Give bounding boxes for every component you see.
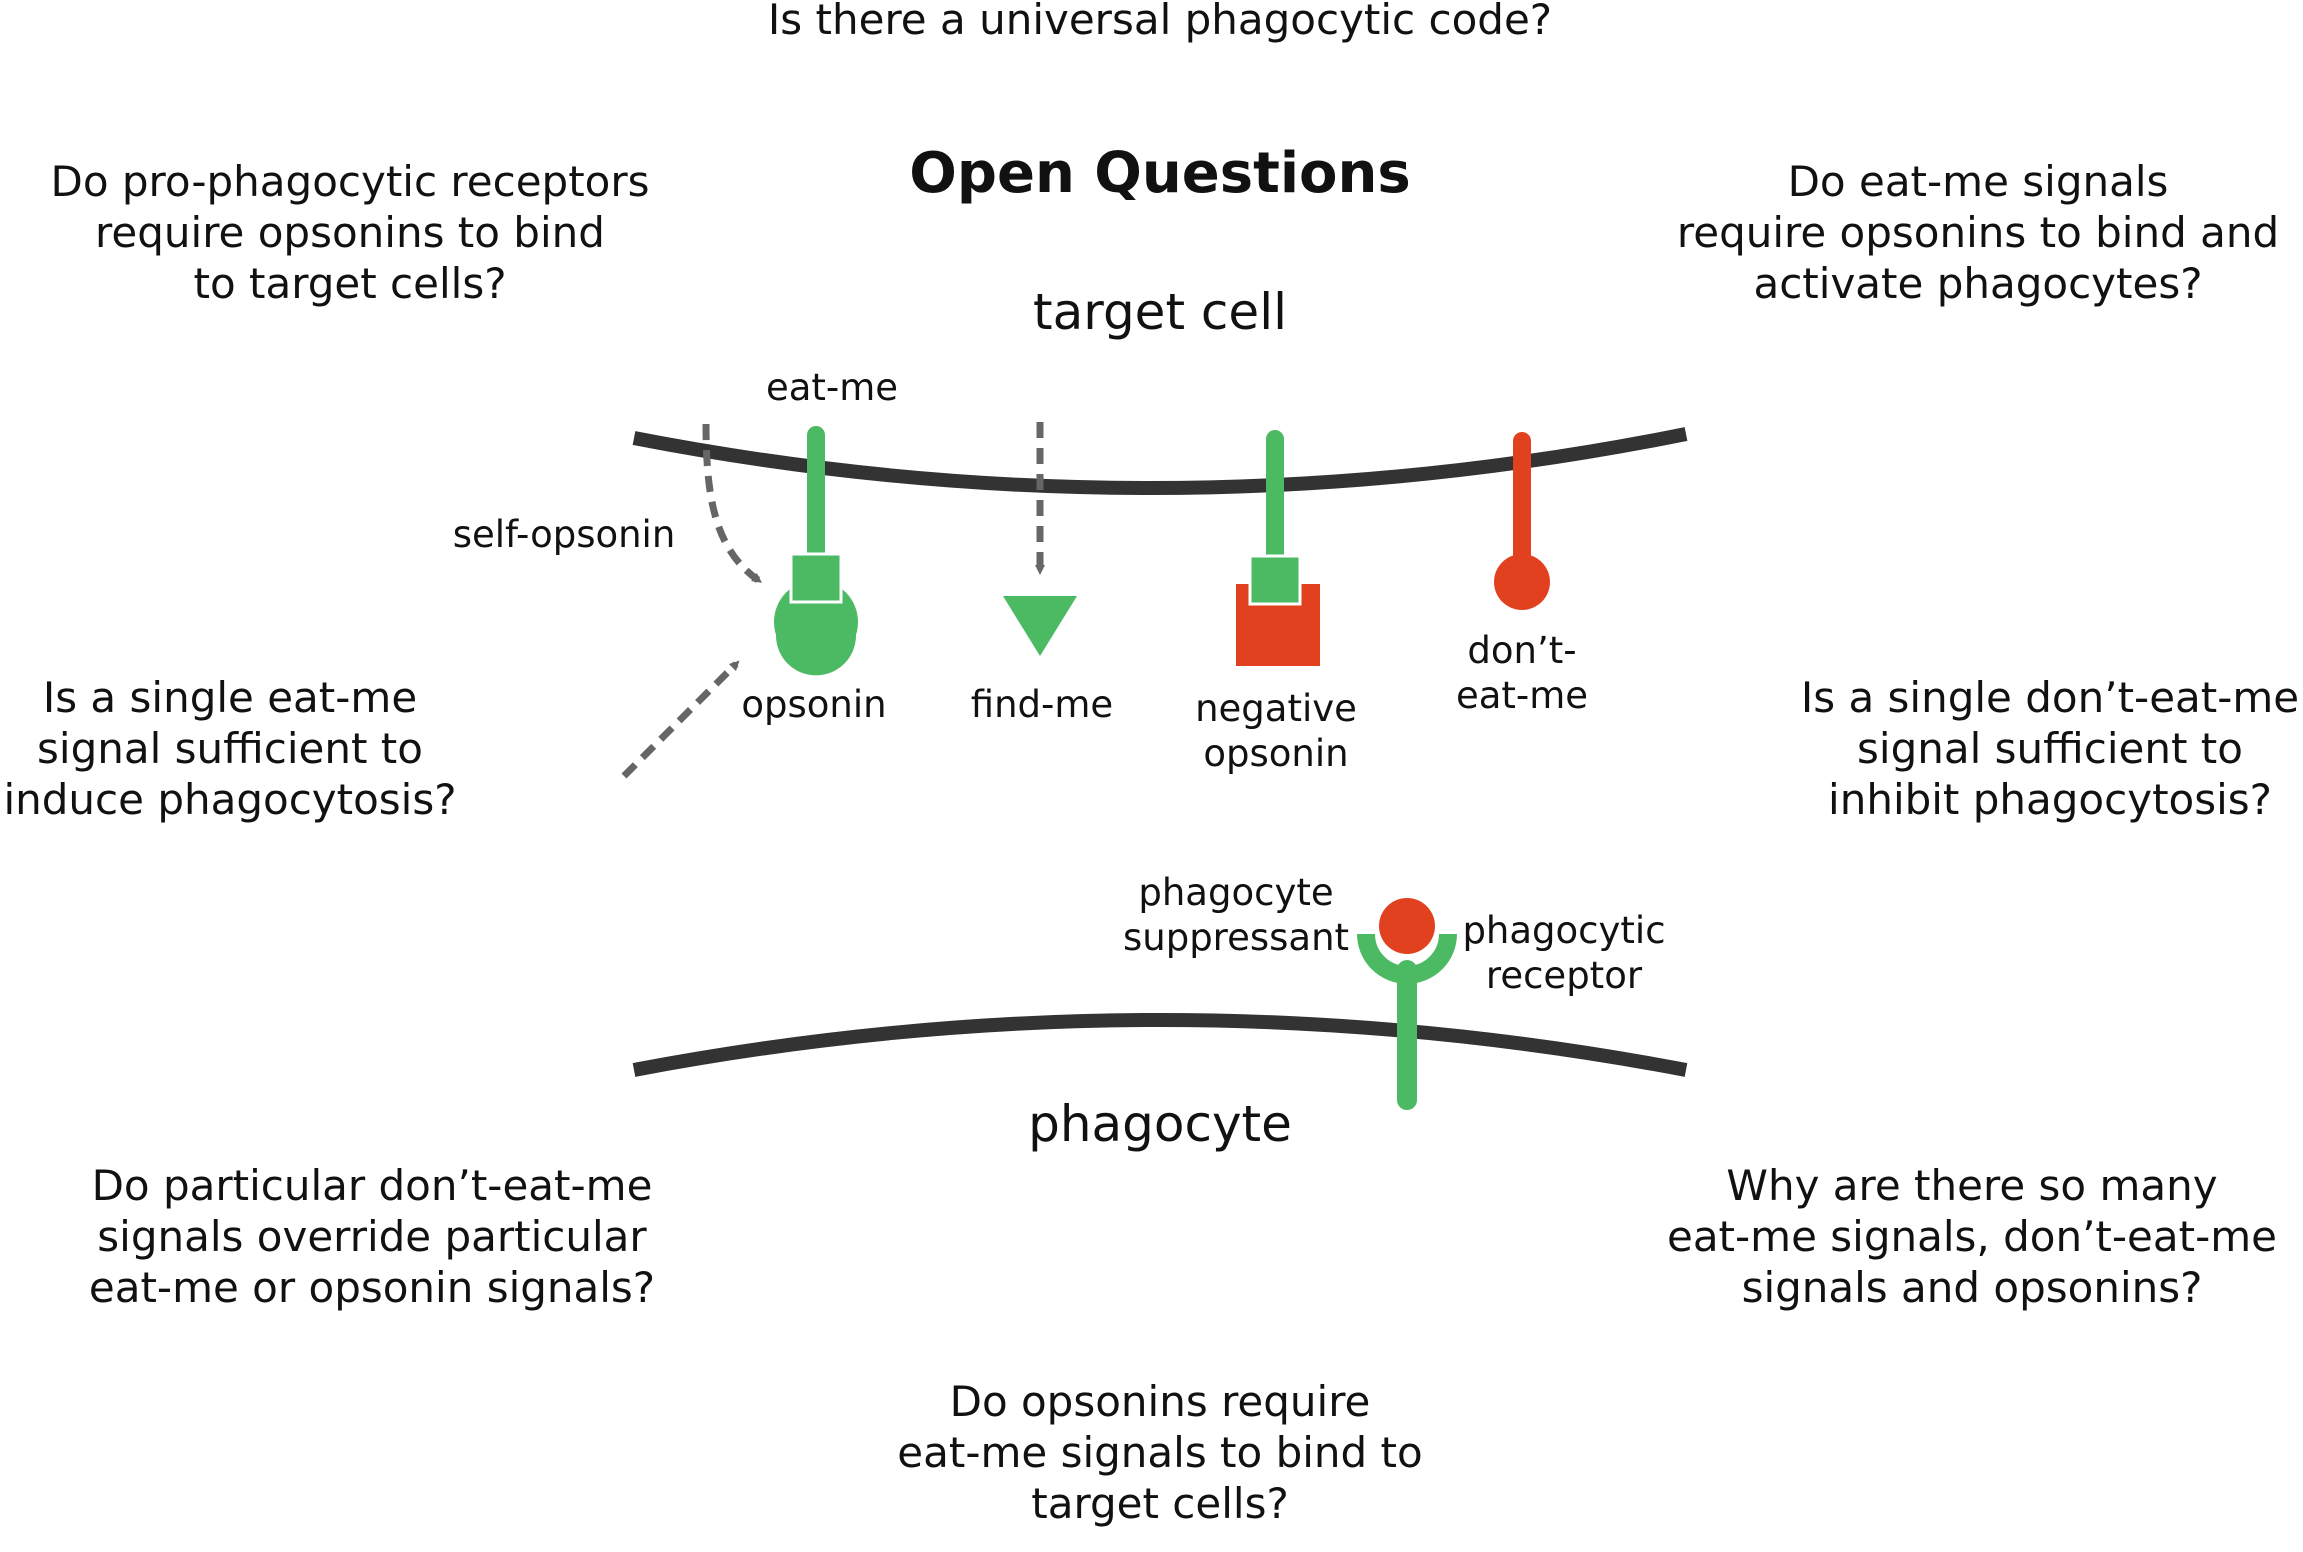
question-top-left-line-3: to target cells? (193, 259, 507, 309)
question-mid-right-line-2: signal sufficient to (1857, 724, 2243, 774)
phagocyte-membrane (632, 1013, 1688, 1077)
question-top: Is there a universal phagocytic code? (768, 0, 1552, 45)
opsonin-label: opsonin (741, 683, 887, 726)
negative-opsonin-label-line-2: opsonin (1203, 732, 1349, 776)
question-bottom-left-line-3: eat-me or opsonin signals? (88, 1263, 656, 1313)
question-bottom-line-3: target cells? (1031, 1479, 1289, 1529)
question-bottom-line-1: Do opsonins require (949, 1377, 1371, 1426)
find-me-label: find-me (970, 683, 1114, 726)
question-mid-right-line-1: Is a single don’t-eat-me (1800, 673, 2300, 722)
eat-me-label: eat-me (765, 366, 899, 409)
question-bottom: Do opsonins require eat-me signals to bi… (897, 1376, 1422, 1530)
question-top-right-line-1: Do eat-me signals (1787, 157, 2169, 206)
question-mid-right: Is a single don’t-eat-me signal sufficie… (1801, 672, 2299, 826)
negative-opsonin-label-line-1: negative (1195, 687, 1357, 730)
self-opsonin-label: self-opsonin (452, 513, 676, 556)
negative-opsonin-label: negative opsonin (1195, 686, 1357, 776)
target-cell-label: target cell (1033, 283, 1287, 341)
dont-eat-me-label-line-1: don’t- (1467, 629, 1577, 672)
phagocytic-receptor-label: phagocytic receptor (1462, 908, 1665, 998)
phagocyte-suppressant-ball (1379, 898, 1435, 954)
question-mid-left-line-2: signal sufficient to (37, 724, 423, 774)
question-top-left-line-2: require opsonins to bind (95, 208, 605, 258)
question-top-right: Do eat-me signals require opsonins to bi… (1677, 156, 2279, 310)
question-bottom-left: Do particular don’t-eat-me signals overr… (89, 1160, 655, 1314)
phagocytic-receptor (1357, 933, 1457, 1110)
question-mid-left-line-3: induce phagocytosis? (3, 775, 457, 825)
question-bottom-left-line-2: signals override particular (97, 1212, 647, 1262)
phagocyte-suppressant-label-line-2: suppressant (1122, 916, 1350, 960)
question-bottom-line-2: eat-me signals to bind to (897, 1428, 1423, 1478)
find-me-triangle (1003, 596, 1077, 656)
question-bottom-right-line-3: signals and opsonins? (1741, 1263, 2203, 1313)
page-title: Open Questions (909, 141, 1411, 206)
phagocytic-receptor-label-line-2: receptor (1485, 954, 1643, 998)
question-mid-left-line-1: Is a single eat-me (42, 673, 418, 722)
question-top-left-line-1: Do pro-phagocytic receptors (50, 157, 650, 206)
dont-eat-me-label: don’t- eat-me (1456, 628, 1588, 718)
opsonin-diagonal-arrow (621, 660, 740, 779)
question-top-right-line-3: activate phagocytes? (1753, 259, 2203, 309)
question-top-line-1: Is there a universal phagocytic code? (767, 0, 1553, 44)
question-bottom-right: Why are there so many eat-me signals, do… (1667, 1160, 2277, 1314)
question-mid-left: Is a single eat-me signal sufficient to … (3, 672, 456, 826)
phagocyte-suppressant-label-line-1: phagocyte (1138, 871, 1334, 914)
target-cell-membrane (632, 427, 1688, 496)
question-bottom-right-line-2: eat-me signals, don’t-eat-me (1666, 1212, 2278, 1262)
question-top-right-line-2: require opsonins to bind and (1676, 208, 2280, 258)
question-bottom-right-line-1: Why are there so many (1726, 1161, 2218, 1210)
question-top-left: Do pro-phagocytic receptors require opso… (50, 156, 649, 310)
dont-eat-me-signal (1494, 432, 1550, 610)
dont-eat-me-label-line-2: eat-me (1455, 674, 1589, 718)
question-mid-right-line-3: inhibit phagocytosis? (1828, 775, 2272, 825)
negative-opsonin-signal (1236, 430, 1320, 666)
phagocytic-receptor-label-line-1: phagocytic (1462, 909, 1666, 952)
phagocyte-suppressant-label: phagocyte suppressant (1123, 870, 1349, 960)
phagocyte-label: phagocyte (1028, 1095, 1292, 1153)
question-bottom-left-line-1: Do particular don’t-eat-me (91, 1161, 653, 1210)
